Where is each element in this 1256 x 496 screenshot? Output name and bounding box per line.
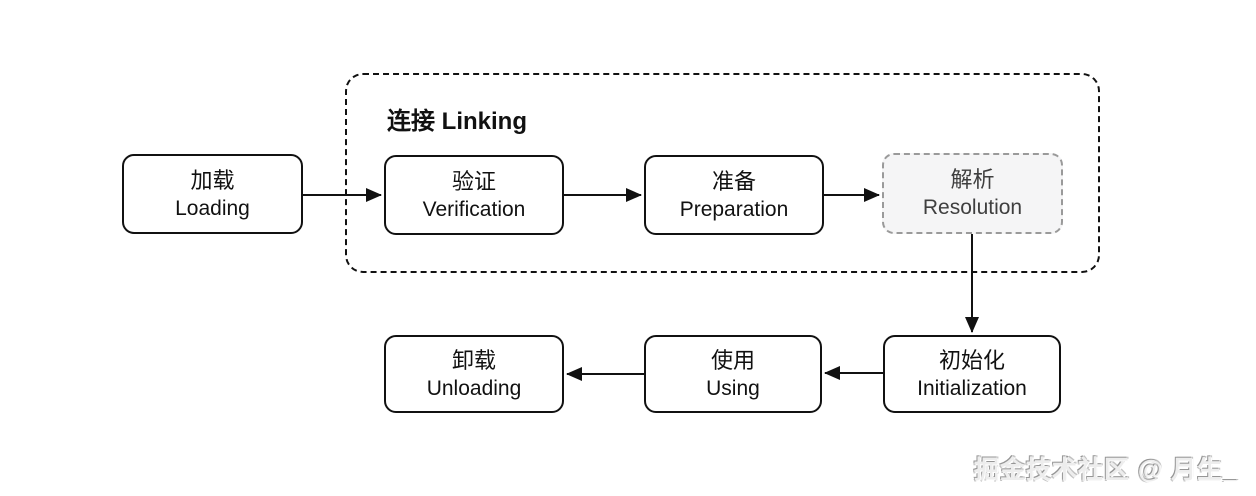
node-loading-label-en: Loading (175, 196, 250, 220)
node-initialization-label-en: Initialization (917, 376, 1027, 400)
node-loading: 加载 Loading (122, 154, 303, 234)
node-unloading-label-zh: 卸载 (451, 347, 496, 373)
node-verification: 验证 Verification (384, 155, 564, 235)
node-loading-label-zh: 加载 (190, 167, 235, 193)
node-unloading-label-en: Unloading (426, 376, 522, 400)
linking-group-title: 连接 Linking (387, 108, 527, 135)
node-preparation-label-zh: 准备 (711, 168, 756, 194)
node-preparation: 准备 Preparation (644, 155, 824, 235)
node-verification-label-en: Verification (422, 197, 526, 221)
linking-group-container: 连接 Linking (345, 73, 1100, 273)
watermark-text: 掘金技术社区 @ 月生_ (973, 456, 1238, 484)
node-preparation-label-en: Preparation (679, 197, 789, 221)
node-initialization-label-zh: 初始化 (938, 347, 1005, 373)
node-resolution: 解析 Resolution (882, 153, 1063, 234)
node-using-label-en: Using (706, 376, 760, 400)
node-using-label-zh: 使用 (710, 347, 755, 373)
node-using: 使用 Using (644, 335, 822, 413)
node-resolution-label-en: Resolution (922, 196, 1023, 219)
node-initialization: 初始化 Initialization (883, 335, 1061, 413)
node-verification-label-zh: 验证 (451, 168, 496, 194)
node-resolution-label-zh: 解析 (950, 167, 995, 192)
node-unloading: 卸载 Unloading (384, 335, 564, 413)
